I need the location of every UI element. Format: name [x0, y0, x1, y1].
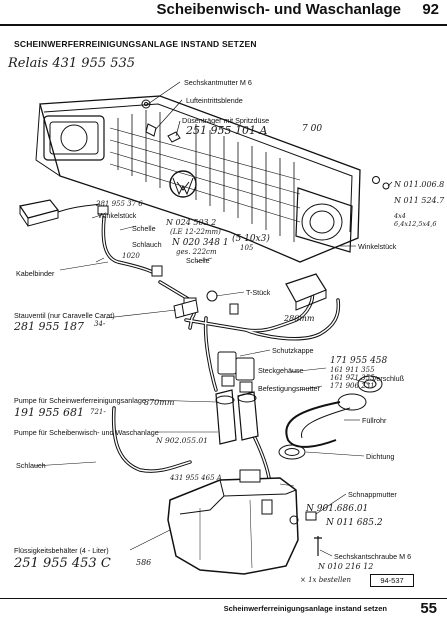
label-angle-piece-right: Winkelstück: [358, 242, 397, 251]
hw-snap-nut-part-2: N 011 685.2: [326, 518, 383, 528]
hw-side-dims: 4x4: [394, 212, 406, 220]
hex-screw: [314, 536, 322, 556]
label-hex-screw: Sechskantschraube M 6: [334, 552, 412, 561]
label-seal: Dichtung: [366, 452, 395, 461]
filler-pipe: [278, 375, 383, 460]
hw-closure-part: 171 955 458: [330, 356, 388, 366]
header-page-number: 92: [422, 1, 439, 18]
label-mounting-nut: Befestigungsmutter: [258, 384, 320, 393]
label-air-intake-cover: Lufteintrittsblende: [186, 96, 243, 105]
label-fluid-tank: Flüssigkeitsbehälter (4 - Liter): [14, 546, 109, 555]
label-connector-housing: Steckgehäuse: [258, 366, 304, 375]
fluid-tank: [167, 469, 299, 575]
label-angle-piece-left: Winkelstück: [98, 211, 137, 220]
footer-text: Scheinwerferreinigungsanlage instand set…: [223, 604, 387, 613]
hw-nozzle-extra: 7 00: [302, 124, 323, 134]
check-valve: [173, 299, 199, 319]
label-check-valve: Stauventil (nur Caravelle Carat): [14, 311, 115, 320]
t-piece: [206, 290, 218, 302]
hw-connector-1: 161 911 355: [330, 366, 375, 374]
hw-check-valve-part: 281 955 187: [14, 320, 84, 333]
label-hose-2: Schlauch: [16, 461, 46, 470]
label-nozzle-carrier: Düsenträger mit Spritzdüse: [182, 116, 270, 125]
label-hex-nut: Sechskantmutter M 6: [184, 78, 252, 87]
filler-cap: [357, 375, 383, 393]
label-wiper-pump: Pumpe für Scheibenwisch- und Waschanlage: [14, 428, 159, 437]
header-title: Scheibenwisch- und Waschanlage: [156, 1, 402, 18]
label-headlamp-pump: Pumpe für Scheinwerferreinigungsanlage: [14, 396, 146, 405]
hw-tank-extra: 586: [136, 558, 152, 567]
hw-snap-nut-part: N 901.686.01: [306, 504, 369, 514]
right-angle-bracket: [285, 273, 327, 311]
hw-hose-length: ges. 222cm: [176, 248, 217, 256]
hw-connector-2: 161 971 355: [330, 374, 375, 382]
headlight-left: [43, 115, 105, 161]
hw-order-note: × 1x bestellen: [300, 576, 352, 584]
label-closure: Verschluß: [372, 374, 404, 383]
label-t-piece: T-Stück: [246, 288, 271, 297]
hw-connector-3: 171 906 231: [330, 382, 375, 390]
hw-tank-pump-part: 431 955 465 A: [170, 474, 222, 482]
hw-length-870: 870mm: [144, 398, 175, 407]
hex-nut-m6: [141, 99, 151, 109]
hw-tank-part: 251 955 453 C: [14, 556, 111, 571]
hw-hose-part-1: 281 955 37 6: [96, 200, 143, 208]
hw-top-right-2: N 011 524.7: [394, 196, 445, 205]
hw-pump-part: 191 955 681: [14, 406, 84, 419]
hw-num-1020: 1020: [122, 252, 140, 260]
section-title: SCHEINWERFERREINIGUNGSANLAGE INSTAND SET…: [14, 39, 257, 49]
hw-check-valve-extra: 34-: [94, 320, 106, 328]
hw-pump-extra: 721-: [90, 408, 106, 416]
label-hose-1: Schlauch: [132, 240, 162, 249]
label-clamp-2: Schelle: [186, 256, 210, 265]
hw-relay-part: Relais 431 955 535: [8, 56, 136, 71]
label-cable-tie: Kabelbinder: [16, 269, 55, 278]
hw-top-right-1: N 011.006.8: [394, 180, 445, 189]
relay-box: [19, 199, 101, 227]
footer-rule: [0, 598, 447, 599]
hw-hose-part-3: N 020 348 1: [172, 238, 229, 248]
page-header: Scheibenwisch- und Waschanlage 92: [0, 0, 447, 26]
hw-side-dims-2: 6,4x12,5x4,6: [394, 220, 437, 228]
label-snap-nut: Schnappmutter: [348, 490, 397, 499]
label-filler-pipe: Füllrohr: [362, 416, 387, 425]
pump-assembly: [215, 351, 259, 445]
hw-bracket: (5 10x3): [232, 234, 270, 244]
hw-hose-part-2: N 024 503 2: [166, 218, 217, 227]
seal-ring: [278, 444, 306, 460]
headlight-right: [295, 187, 353, 253]
hw-hose-size: (LE 12-22mm): [170, 228, 221, 236]
vw-emblem: [169, 170, 197, 198]
grille-assembly: [35, 95, 361, 263]
label-clamp-1: Schelle: [132, 224, 156, 233]
figure-reference-code: 94-537: [370, 574, 414, 587]
footer-page-number: 55: [420, 600, 437, 617]
hw-length-280: 280mm: [284, 314, 315, 323]
hw-nozzle-part: 251 955 101 A: [186, 124, 268, 137]
hw-pump2-part: N 902.055.01: [156, 436, 208, 445]
hw-num-105: 105: [240, 244, 254, 252]
label-protective-cap: Schutzkappe: [272, 346, 314, 355]
air-intake-cover: [145, 123, 157, 137]
hw-screw-part: N 010 216 12: [318, 562, 374, 571]
nozzle-carrier: [167, 131, 181, 143]
snap-nut: [305, 511, 317, 521]
